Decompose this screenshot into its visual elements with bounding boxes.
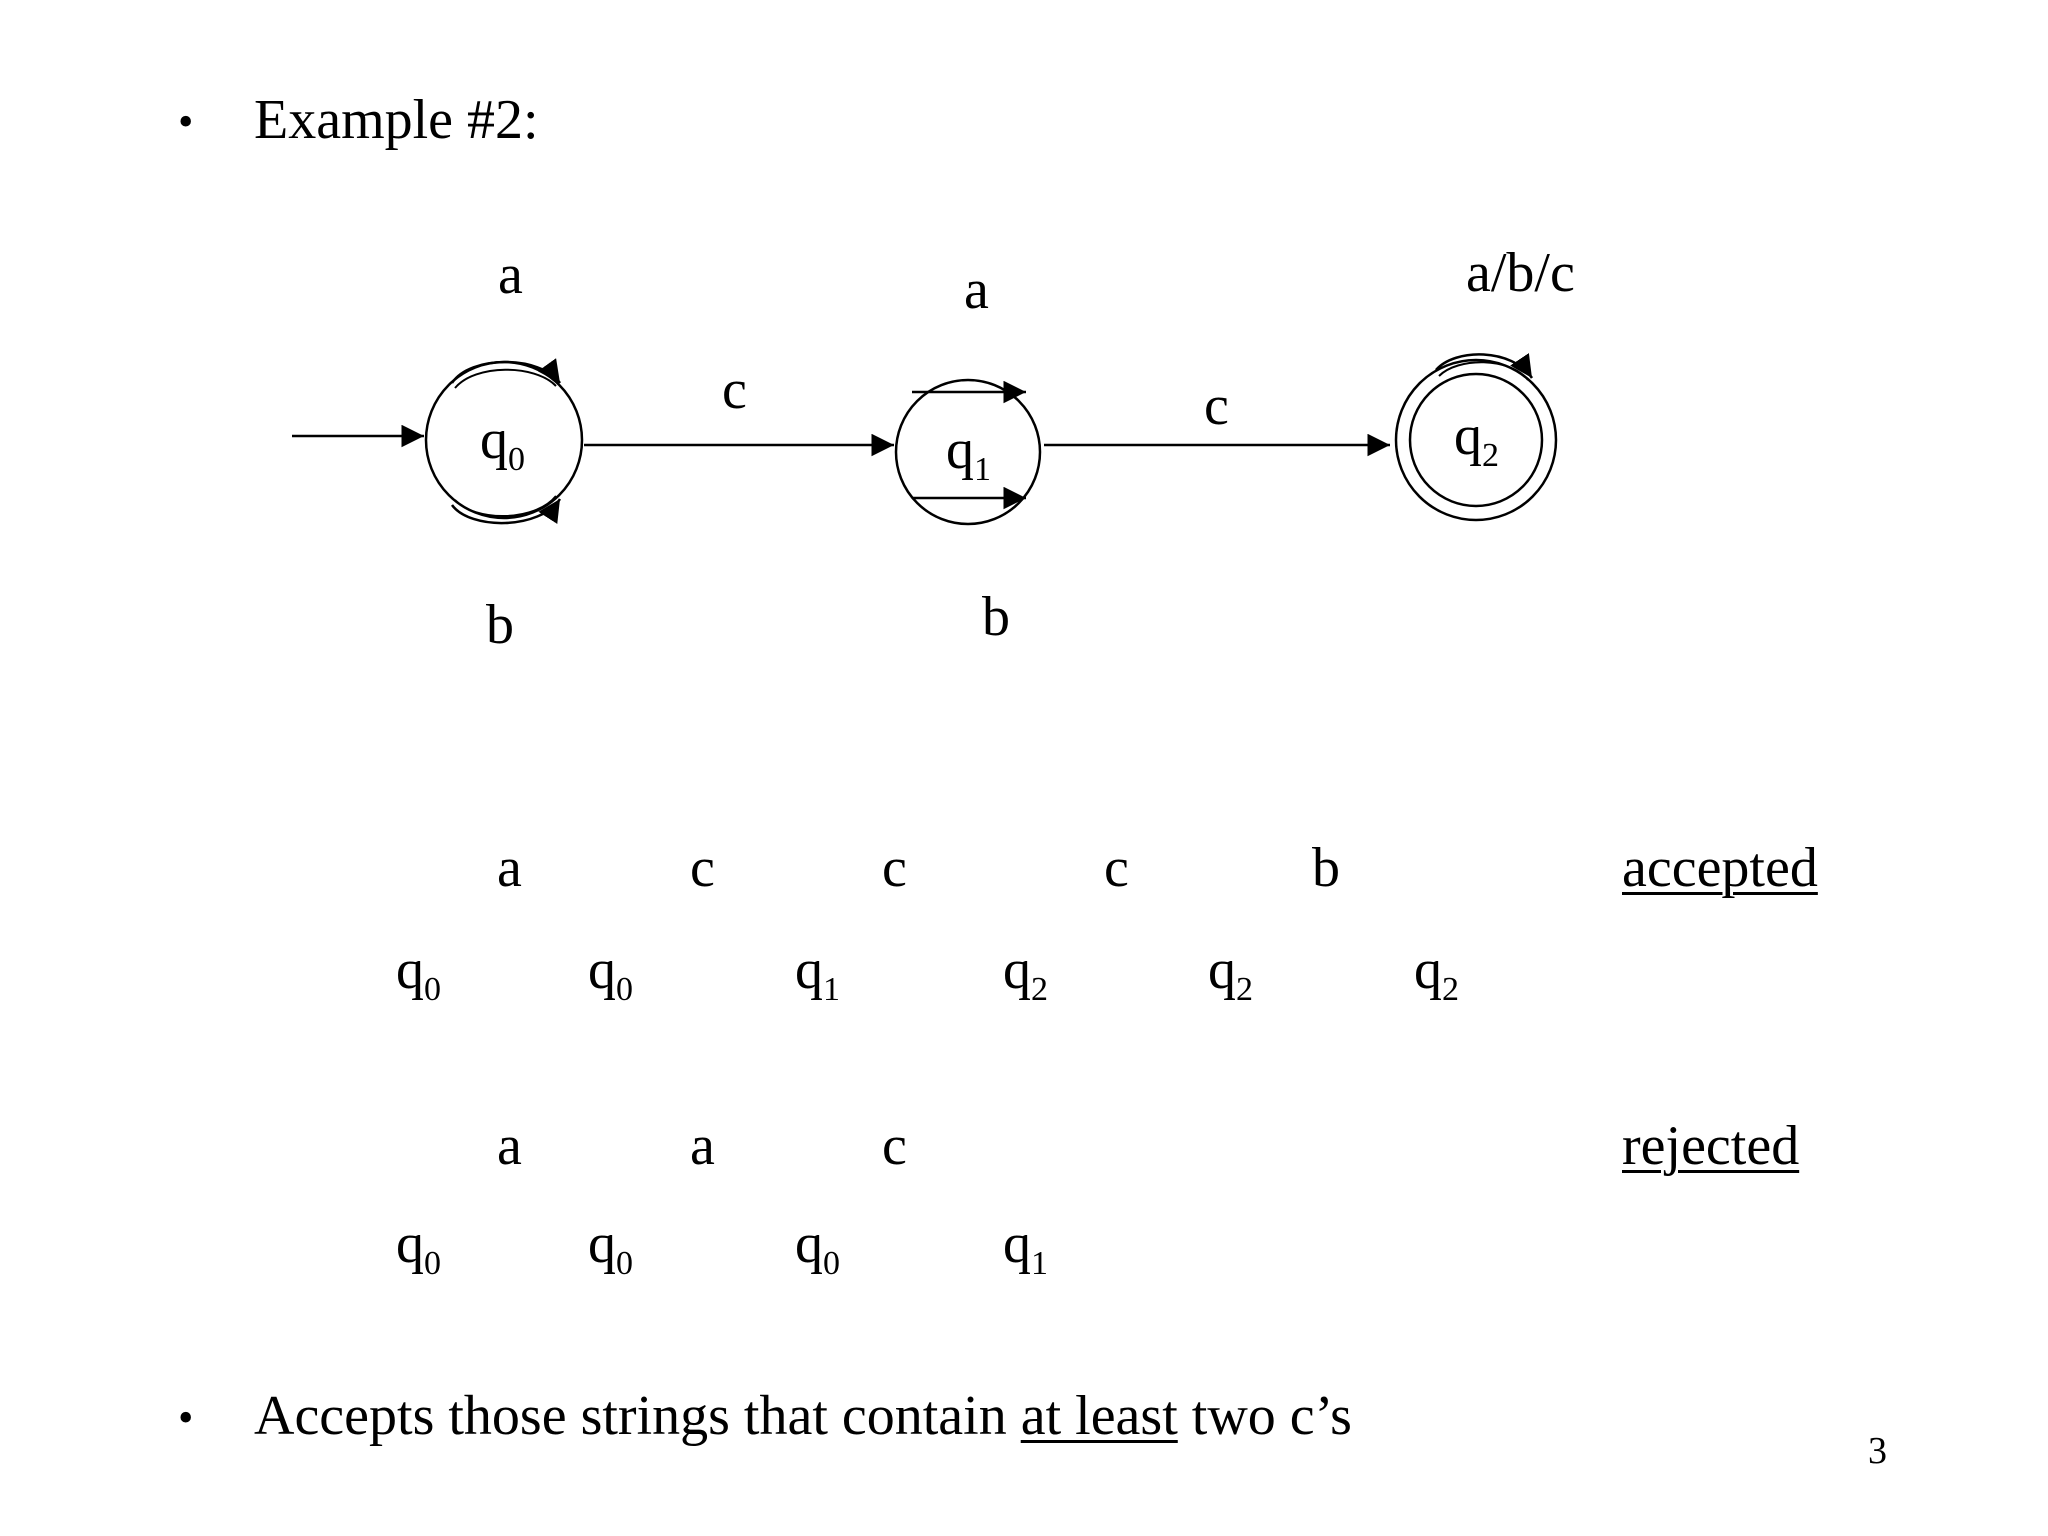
state-q2-inner-circle bbox=[1408, 372, 1544, 508]
trace1-input-4: c bbox=[1104, 837, 1129, 899]
state-q2-label: q2 bbox=[1454, 405, 1499, 474]
q0-loop-b bbox=[450, 498, 562, 525]
trace2-input-1: a bbox=[497, 1115, 522, 1177]
trace2-verdict: rejected bbox=[1622, 1115, 1800, 1177]
trace2-state-1: q0 bbox=[396, 1213, 441, 1282]
q0-loop-top-label: a bbox=[498, 244, 523, 306]
q2-loop bbox=[1435, 353, 1534, 379]
trace1-state-6: q2 bbox=[1414, 939, 1459, 1008]
q0-loop-b-inner bbox=[454, 495, 557, 517]
transition-q1-q2-label: c bbox=[1204, 375, 1229, 437]
transition-q0-q1-label: c bbox=[722, 359, 747, 421]
trace1-state-5: q2 bbox=[1208, 939, 1253, 1008]
state-diagram: q0 a b c q1 a b c q2 a/b/c bbox=[292, 242, 1575, 656]
trace1-state-2: q0 bbox=[588, 939, 633, 1008]
state-q2-outer-circle bbox=[1394, 358, 1558, 522]
q0-loop-bottom-label: b bbox=[486, 594, 514, 656]
trace1-state-1: q0 bbox=[396, 939, 441, 1008]
heading-text: Example #2: bbox=[254, 89, 539, 151]
q2-loop-inner bbox=[1438, 361, 1529, 381]
q2-loop-top-label: a/b/c bbox=[1466, 242, 1575, 304]
page-number: 3 bbox=[1868, 1430, 1887, 1472]
trace2-input-2: a bbox=[690, 1115, 715, 1177]
trace1-input-1: a bbox=[497, 837, 522, 899]
state-q0-label: q0 bbox=[480, 409, 525, 478]
conclusion-before: Accepts those strings that contain bbox=[254, 1385, 1021, 1447]
conclusion-after: two c’s bbox=[1177, 1385, 1352, 1447]
trace2-input-3: c bbox=[882, 1115, 907, 1177]
state-q1-label: q1 bbox=[946, 419, 991, 488]
state-q1-circle bbox=[894, 378, 1042, 526]
q1-loop-top-label: a bbox=[964, 259, 989, 321]
q0-loop-a-inner bbox=[454, 368, 557, 389]
trace2-state-4: q1 bbox=[1003, 1213, 1048, 1282]
trace2-state-3: q0 bbox=[795, 1213, 840, 1282]
trace1-input-5: b bbox=[1312, 837, 1340, 899]
trace1-state-4: q2 bbox=[1003, 939, 1048, 1008]
trace1-verdict: accepted bbox=[1622, 837, 1818, 899]
q0-loop-a bbox=[450, 358, 562, 384]
trace1-input-2: c bbox=[690, 837, 715, 899]
conclusion-emphasis: at least bbox=[1020, 1385, 1178, 1447]
trace1-state-3: q1 bbox=[795, 939, 840, 1008]
trace2-state-2: q0 bbox=[588, 1213, 633, 1282]
trace1-input-3: c bbox=[882, 837, 907, 899]
q1-loop-bottom-label: b bbox=[982, 586, 1010, 648]
conclusion-bullet: • bbox=[178, 1393, 194, 1442]
conclusion-text: Accepts those strings that contain at le… bbox=[254, 1388, 1352, 1444]
heading-bullet: • bbox=[178, 97, 194, 146]
